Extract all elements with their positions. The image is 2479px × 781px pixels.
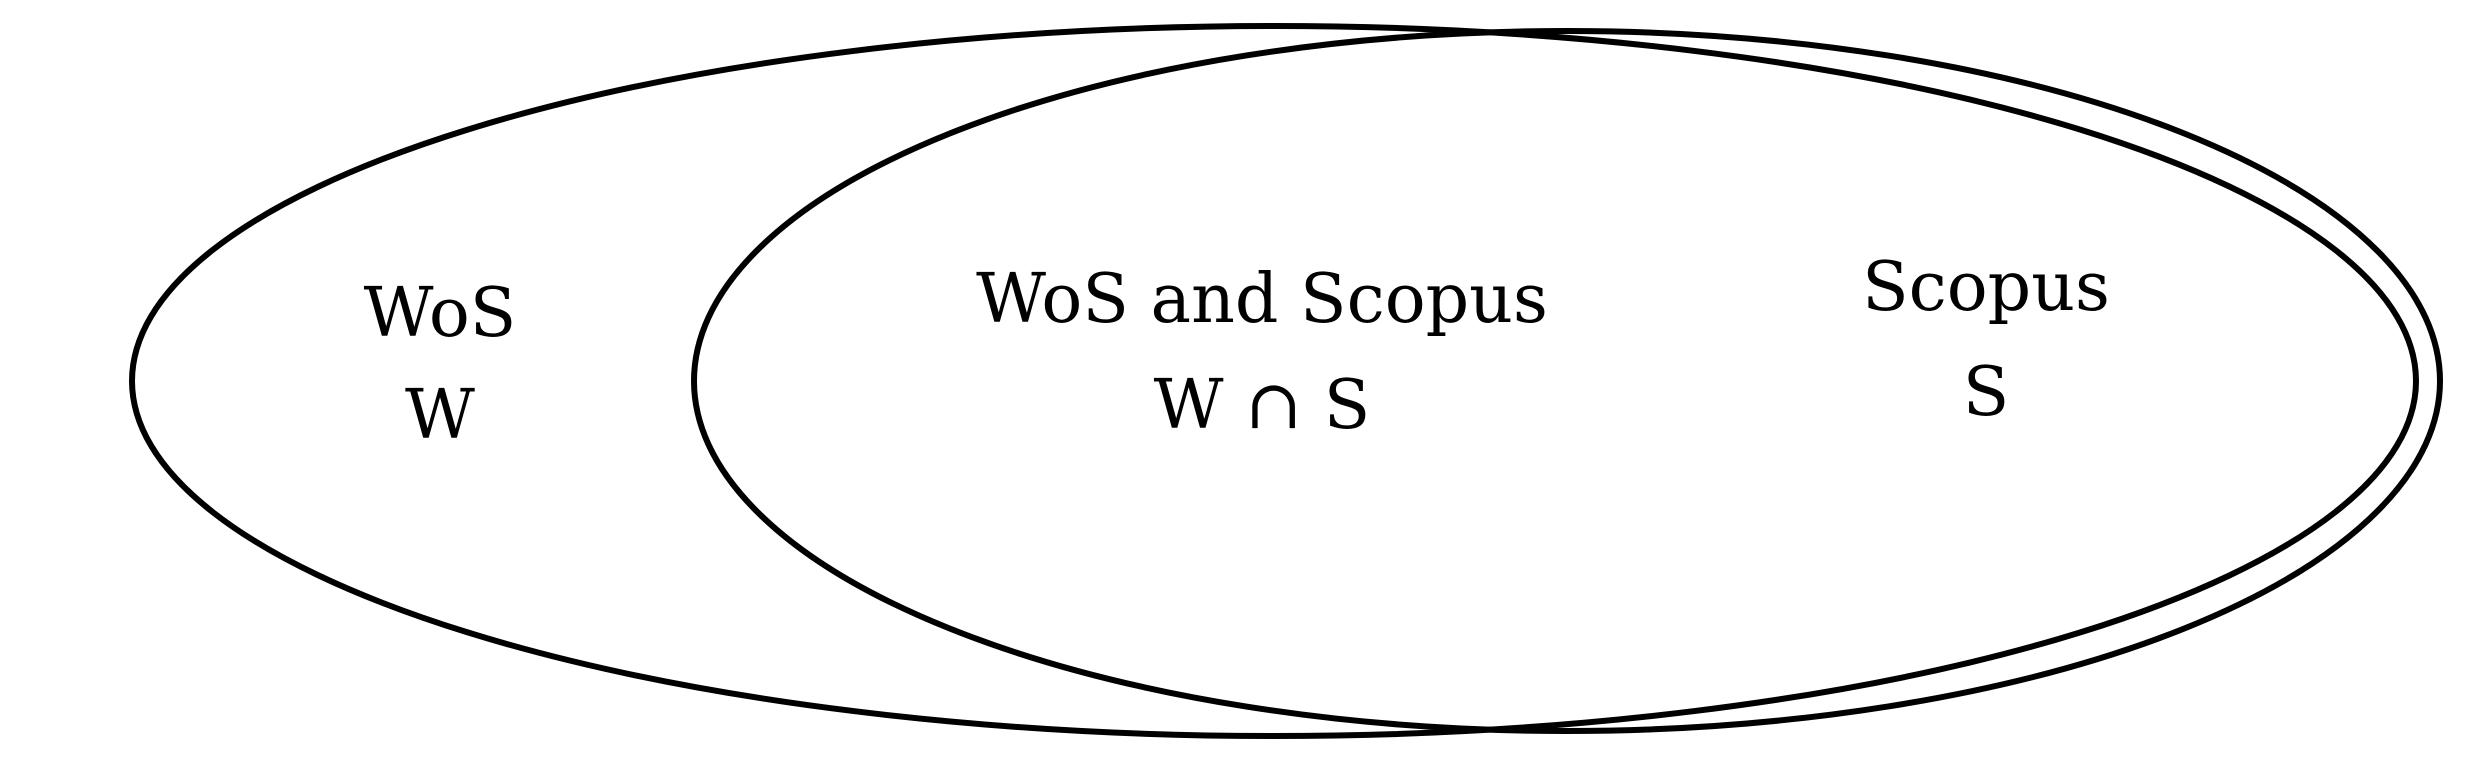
wos-set-symbol: W <box>405 376 475 455</box>
scopus-set-name: Scopus <box>1862 248 2110 327</box>
wos-set-ellipse <box>129 23 2419 739</box>
scopus-set-ellipse <box>691 28 2443 734</box>
scopus-set-symbol: S <box>1963 353 2010 432</box>
wos-set-name: WoS <box>364 274 517 353</box>
intersection-name: WoS and Scopus <box>976 260 1548 339</box>
intersection-symbol: W ∩ S <box>1154 366 1371 445</box>
